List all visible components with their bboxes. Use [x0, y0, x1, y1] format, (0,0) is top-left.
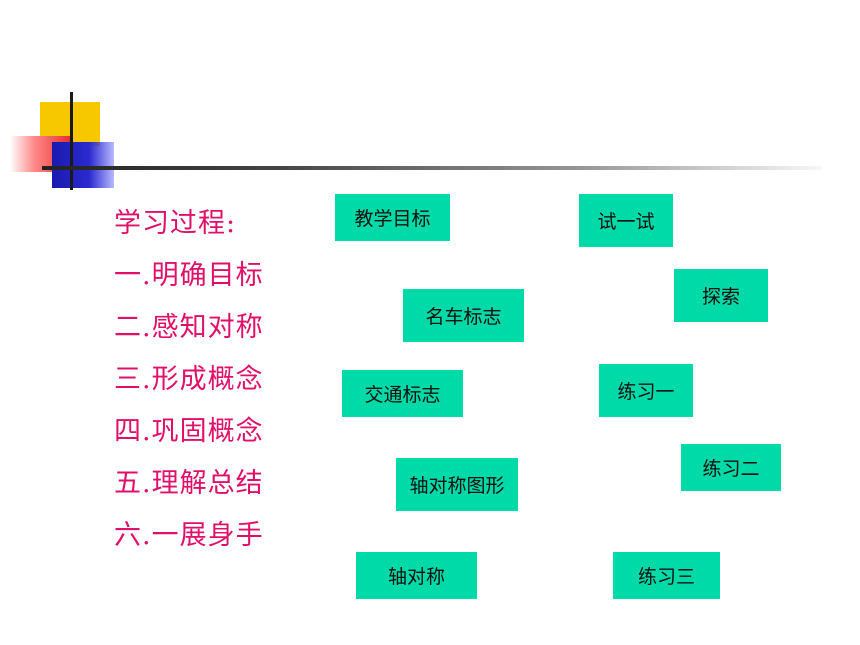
- outline-item-practice: 六.一展身手: [114, 520, 264, 551]
- horizontal-rule: [42, 166, 822, 170]
- axial-symmetry-button[interactable]: 轴对称: [356, 552, 477, 599]
- learning-outline: 学习过程: 一.明确目标 二.感知对称 三.形成概念 四.巩固概念 五.理解总结…: [114, 198, 264, 562]
- blue-square-decoration: [52, 142, 114, 188]
- outline-title: 学习过程:: [114, 208, 237, 239]
- traffic-signs-button[interactable]: 交通标志: [342, 370, 463, 417]
- exercise-one-button[interactable]: 练习一: [599, 364, 693, 417]
- axisymmetric-figures-button[interactable]: 轴对称图形: [396, 458, 518, 511]
- outline-item-concept: 三.形成概念: [114, 364, 264, 395]
- try-it-button[interactable]: 试一试: [579, 194, 673, 247]
- exercise-three-button[interactable]: 练习三: [613, 552, 720, 599]
- outline-item-summary: 五.理解总结: [114, 468, 264, 499]
- outline-item-goals: 一.明确目标: [114, 260, 264, 291]
- outline-item-consolidate: 四.巩固概念: [114, 416, 264, 447]
- explore-button[interactable]: 探索: [674, 269, 768, 322]
- teaching-goal-button[interactable]: 教学目标: [335, 194, 450, 241]
- car-logos-button[interactable]: 名车标志: [403, 289, 524, 342]
- exercise-two-button[interactable]: 练习二: [681, 444, 781, 491]
- outline-item-perceive: 二.感知对称: [114, 312, 264, 343]
- vertical-rule: [70, 92, 73, 190]
